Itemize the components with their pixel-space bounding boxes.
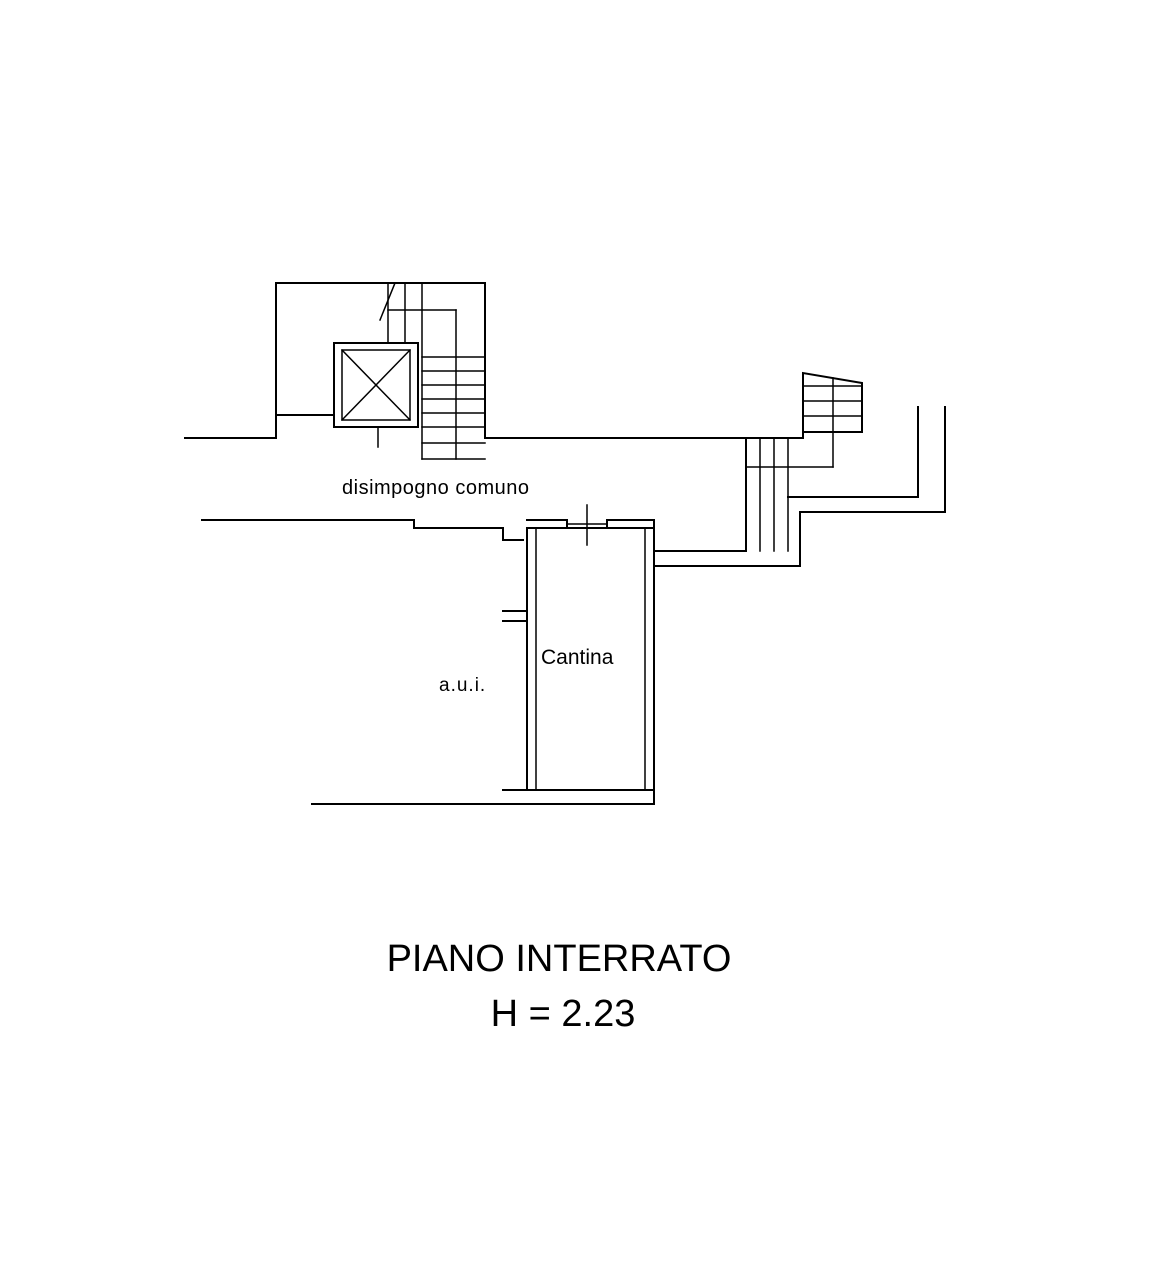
corridor-label: disimpogno comuno bbox=[342, 477, 530, 499]
other-unit-label: a.u.i. bbox=[439, 675, 487, 696]
floor-title: PIANO INTERRATO bbox=[386, 938, 732, 980]
elevator-shaft bbox=[333, 342, 419, 428]
cellar-label: Cantina bbox=[541, 646, 614, 669]
floor-height: H = 2.23 bbox=[490, 993, 636, 1035]
side-stair bbox=[745, 371, 863, 552]
stairwell-block bbox=[184, 282, 486, 460]
main-stair bbox=[379, 282, 486, 460]
